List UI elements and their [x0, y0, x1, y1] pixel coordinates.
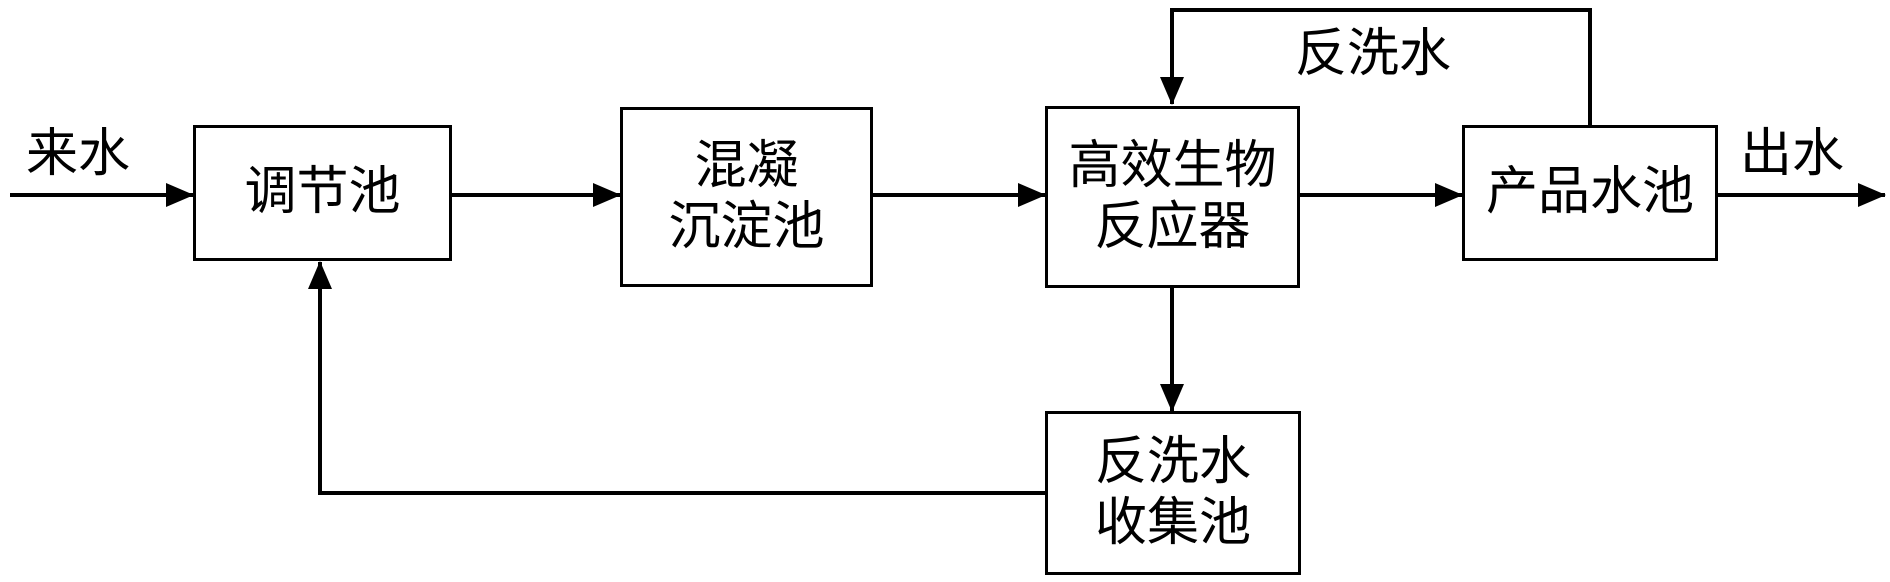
node-bioreactor: 高效生物 反应器: [1045, 106, 1300, 288]
node-adjust-tank: 调节池: [193, 125, 452, 261]
label-outflow: 出水: [1740, 124, 1845, 184]
node-product-line1: 产品水池: [1485, 162, 1694, 223]
node-adjust-tank-line1: 调节池: [244, 162, 401, 223]
node-product-water-tank: 产品水池: [1462, 125, 1718, 261]
node-collect-line2: 收集池: [1094, 493, 1251, 553]
arrow-return-to-adjust: [308, 261, 1045, 495]
node-bioreactor-line2: 反应器: [1094, 197, 1251, 257]
node-bioreactor-line1: 高效生物: [1068, 135, 1277, 196]
node-coag-line1: 混凝: [694, 135, 799, 196]
node-coagulation-sedimentation-tank: 混凝 沉淀池: [620, 107, 873, 287]
arrow-backwash-loop: [1160, 8, 1592, 125]
node-collect-line1: 反洗水: [1094, 431, 1251, 492]
node-backwash-collection-tank: 反洗水 收集池: [1045, 411, 1301, 575]
label-inflow: 来水: [26, 124, 131, 184]
label-backwash: 反洗水: [1295, 24, 1452, 84]
node-coag-line2: 沉淀池: [668, 197, 825, 257]
